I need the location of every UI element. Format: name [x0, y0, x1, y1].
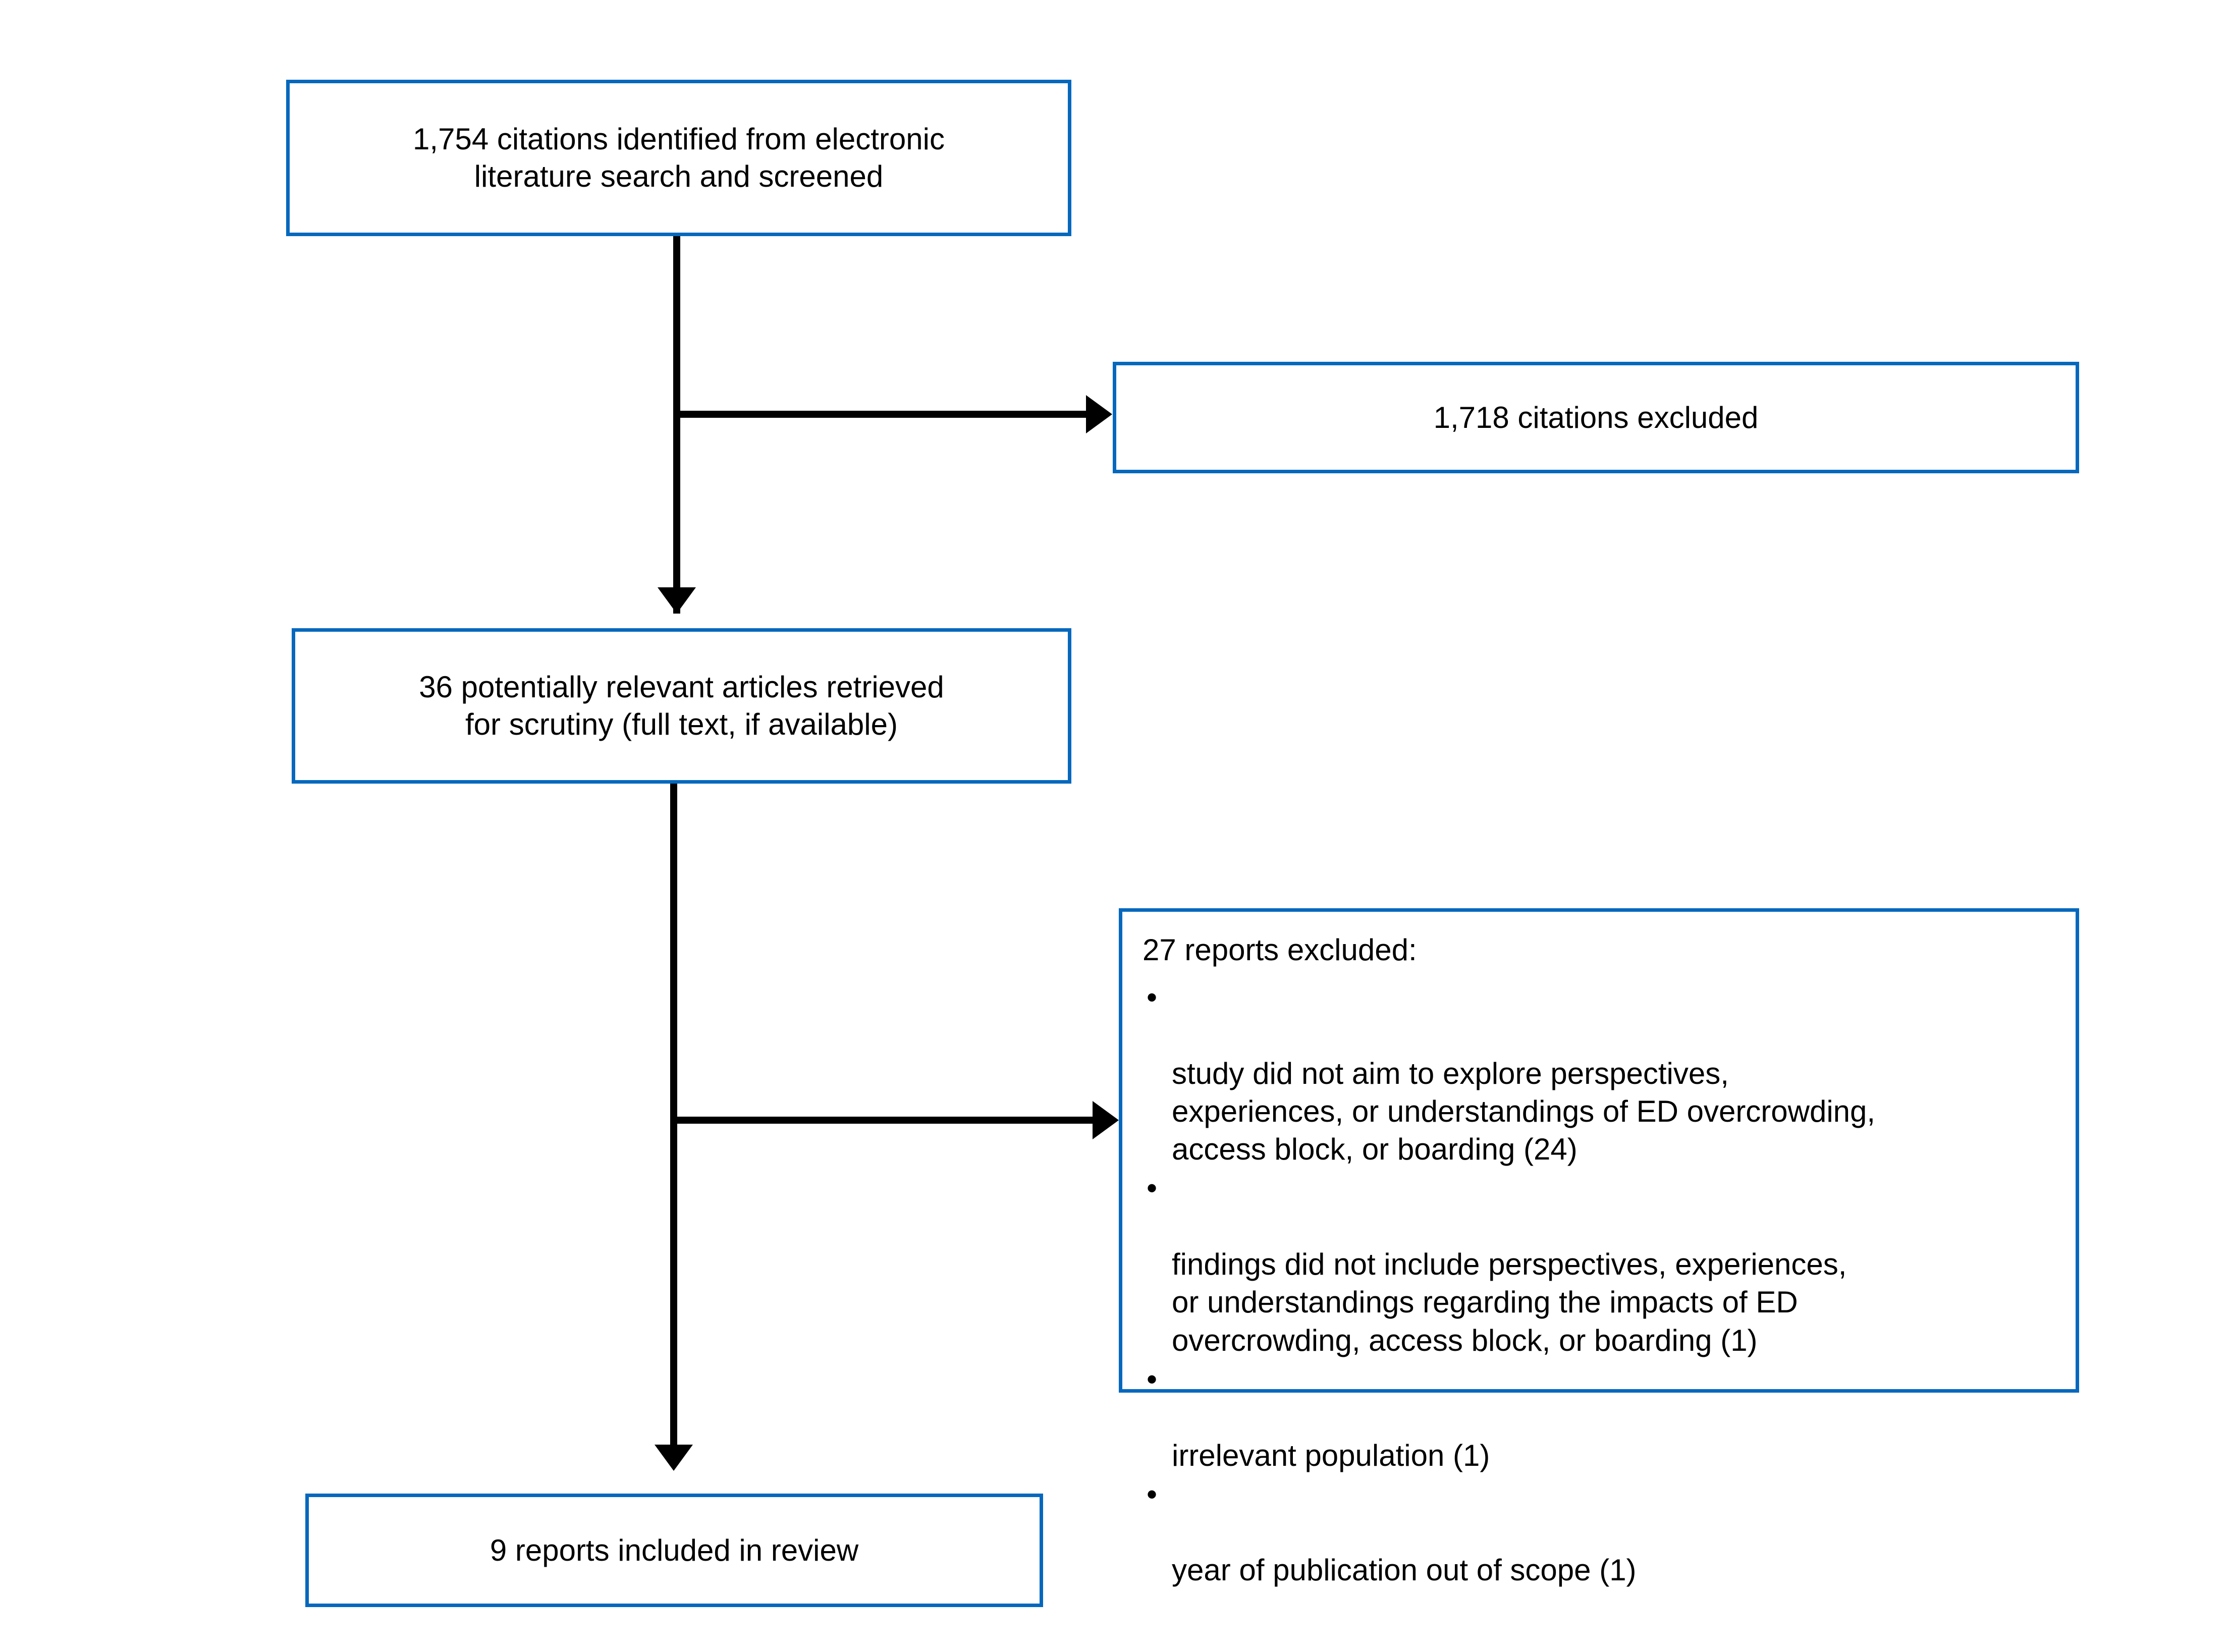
list-item: • study did not aim to explore perspecti…: [1143, 978, 1875, 1168]
reports-excluded-heading: 27 reports excluded:: [1143, 933, 1417, 967]
connector-identified-to-citations-excluded-line: [673, 411, 1086, 418]
list-item-label: findings did not include perspectives, e…: [1172, 1247, 1847, 1357]
bullet-icon: •: [1147, 1171, 1158, 1205]
node-reports-excluded[interactable]: 27 reports excluded: • study did not aim…: [1119, 908, 2079, 1587]
connector-identified-to-citations-excluded-arrowhead: [1086, 395, 1112, 433]
reports-excluded-reason-list: • study did not aim to explore perspecti…: [1143, 978, 1875, 1589]
bullet-icon: •: [1147, 1362, 1158, 1396]
list-item-label: year of publication out of scope (1): [1172, 1553, 1637, 1587]
node-citations-identified[interactable]: 1,754 citations identified from electron…: [286, 80, 1071, 236]
node-articles-retrieved-label: 36 potentially relevant articles retriev…: [419, 670, 944, 741]
connector-retrieved-to-included-arrowhead: [655, 1445, 693, 1471]
list-item: • irrelevant population (1): [1143, 1360, 1875, 1474]
connector-retrieved-to-reports-excluded-line: [670, 1117, 1093, 1124]
node-citations-excluded[interactable]: 1,718 citations excluded: [1113, 362, 2079, 473]
connector-identified-to-retrieved-line: [673, 236, 680, 614]
bullet-icon: •: [1147, 1477, 1158, 1511]
node-citations-identified-label: 1,754 citations identified from electron…: [413, 122, 945, 193]
connector-retrieved-to-included-line: [670, 784, 677, 1445]
connector-identified-to-retrieved-arrowhead: [658, 587, 696, 614]
list-item: • year of publication out of scope (1): [1143, 1475, 1875, 1589]
connector-retrieved-to-reports-excluded-arrowhead: [1093, 1101, 1119, 1139]
node-citations-excluded-label: 1,718 citations excluded: [1433, 400, 1759, 434]
node-reports-included[interactable]: 9 reports included in review: [305, 1494, 1043, 1607]
reports-excluded-body: 27 reports excluded: • study did not aim…: [1122, 912, 1875, 1590]
node-reports-included-label: 9 reports included in review: [490, 1533, 859, 1567]
bullet-icon: •: [1147, 980, 1158, 1014]
node-articles-retrieved[interactable]: 36 potentially relevant articles retriev…: [292, 628, 1071, 784]
list-item-label: irrelevant population (1): [1172, 1438, 1490, 1472]
list-item: • findings did not include perspectives,…: [1143, 1169, 1875, 1359]
list-item-label: study did not aim to explore perspective…: [1172, 1056, 1876, 1167]
